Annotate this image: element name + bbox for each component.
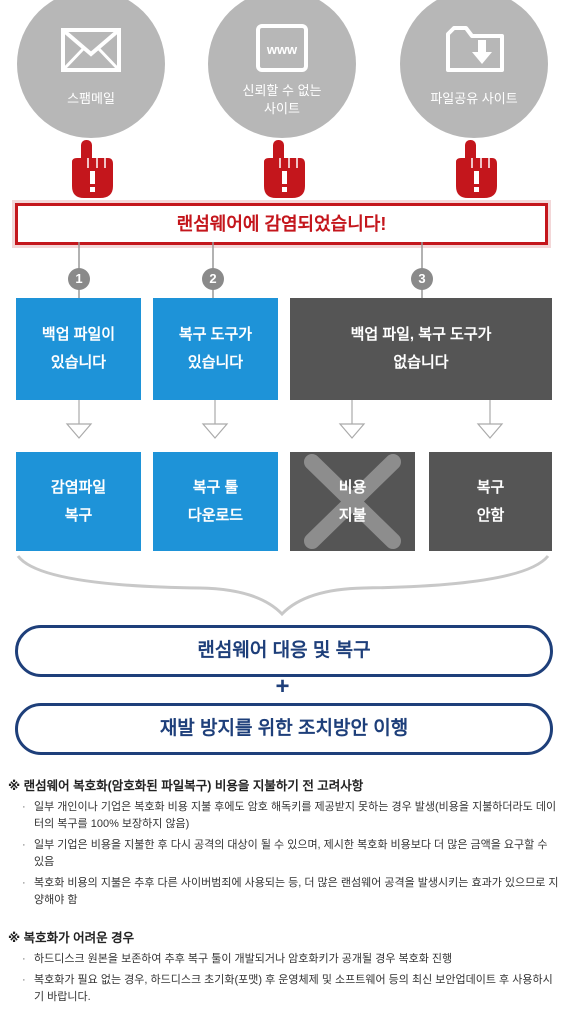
svg-text:www: www (266, 42, 298, 57)
warning-hand-icon (72, 140, 113, 198)
warning-hand-icon (456, 140, 497, 198)
condition-has-recovery-tool: 복구 도구가 있습니다 (153, 298, 278, 400)
prevention-pill: 재발 방지를 위한 조치방안 이행 (15, 703, 553, 755)
note-item: 복호화가 필요 없는 경우, 하드디스크 초기화(포맷) 후 운영체제 및 소프… (22, 972, 560, 1006)
plus-sign: + (275, 673, 290, 700)
action-download-tool: 복구 툴 다운로드 (153, 452, 278, 551)
notes-title: ※ 복호화가 어려운 경우 (8, 931, 135, 945)
notes-section-2: ※ 복호화가 어려운 경우 하드디스크 원본을 보존하여 추후 복구 툴이 개발… (8, 930, 560, 1010)
condition-no-backup-no-tool: 백업 파일, 복구 도구가 없습니다 (290, 298, 552, 400)
down-arrows (65, 400, 504, 439)
note-item: 하드디스크 원본을 보존하여 추후 복구 툴이 개발되거나 암호화키가 공개될 … (22, 951, 560, 968)
infection-banner: 랜섬웨어에 감염되었습니다! (15, 203, 548, 245)
action-pay-ransom: 비용 지불 (290, 452, 415, 551)
source-untrusted-site: www 신뢰할 수 없는 사이트 (208, 0, 356, 138)
source-label: 파일공유 사이트 (430, 91, 518, 106)
action-label: 비용 지불 (338, 478, 367, 524)
source-spam-mail: 스팸메일 (17, 0, 165, 138)
response-recovery-pill: 랜섬웨어 대응 및 복구 (15, 625, 553, 677)
merge-brace (16, 555, 550, 617)
note-item: 복호화 비용의 지불은 추후 다른 사이버범죄에 사용되는 등, 더 많은 랜섬… (22, 875, 560, 909)
note-item: 일부 기업은 비용을 지불한 후 다시 공격의 대상이 될 수 있으며, 제시한… (22, 837, 560, 871)
cross-out-icon (304, 454, 401, 549)
notes-section-1: ※ 랜섬웨어 복호화(암호화된 파일복구) 비용을 지불하기 전 고려사항 일부… (8, 778, 560, 913)
step-number: 1 (68, 268, 90, 290)
note-item: 일부 개인이나 기업은 복호화 비용 지불 후에도 암호 해독키를 제공받지 못… (22, 799, 560, 833)
condition-has-backup: 백업 파일이 있습니다 (16, 298, 141, 400)
folder-download-icon (446, 26, 504, 72)
source-label: 신뢰할 수 없는 사이트 (242, 83, 322, 116)
source-label: 스팸메일 (67, 91, 115, 106)
action-recover-files: 감염파일 복구 (16, 452, 141, 551)
action-no-recovery: 복구 안함 (429, 452, 552, 551)
notes-title: ※ 랜섬웨어 복호화(암호화된 파일복구) 비용을 지불하기 전 고려사항 (8, 779, 364, 793)
warning-hand-icon (264, 140, 305, 198)
step-number: 3 (411, 268, 433, 290)
step-number: 2 (202, 268, 224, 290)
www-icon: www (256, 24, 308, 72)
envelope-icon (61, 28, 121, 72)
source-file-sharing: 파일공유 사이트 (400, 0, 548, 138)
